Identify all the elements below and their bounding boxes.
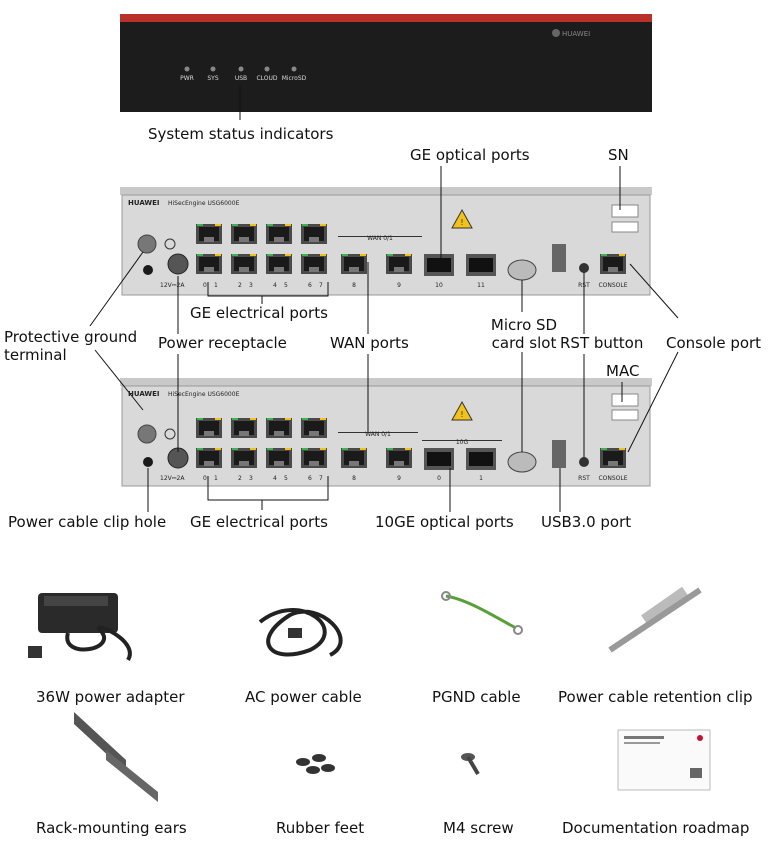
callout-10ge-optical: 10GE optical ports <box>375 513 514 531</box>
port-number: 0 <box>203 282 207 289</box>
pgnd-cable-icon <box>441 591 523 635</box>
callout-power-clip-hole: Power cable clip hole <box>8 513 167 531</box>
port-number: 7 <box>319 475 323 482</box>
port-number: 3 <box>249 475 253 482</box>
port-number: 2 <box>238 282 242 289</box>
callout-ge-optical: GE optical ports <box>410 146 530 164</box>
clip-hole-icon <box>143 457 153 467</box>
documentation-roadmap-icon <box>617 729 711 791</box>
sys-led-icon <box>210 66 216 72</box>
rear-top-printing: HUAWEI HiSecEngine USG6000E 12V⎓2A WAN 0… <box>128 199 628 289</box>
ground-symbol-icon <box>164 428 176 440</box>
indicator-label: CLOUD <box>256 75 277 82</box>
clip-hole-icon <box>143 265 153 275</box>
rear-panel-top <box>120 187 652 296</box>
accessory-label-power-adapter: 36W power adapter <box>36 688 185 706</box>
accessory-label-rack-ears: Rack-mounting ears <box>36 819 187 837</box>
accessory-label-rubber-feet: Rubber feet <box>276 819 365 837</box>
port-number: 4 <box>273 282 277 289</box>
callout-console-port: Console port <box>666 334 762 352</box>
callout-micro-sd: Micro SD card slot <box>490 316 558 352</box>
front-indicator-labels: PWR SYS USB CLOUD MicroSD HUAWEI <box>180 30 590 82</box>
microsd-led-icon <box>291 66 297 72</box>
ground-screw-icon <box>137 424 157 444</box>
rack-ears-icon <box>74 712 158 802</box>
rear-panel-bottom <box>120 378 652 487</box>
leader-lines <box>89 166 679 512</box>
port-number: 2 <box>238 475 242 482</box>
power-rating: 12V⎓2A <box>160 282 185 289</box>
ac-power-cable-icon <box>258 608 343 657</box>
cloud-led-icon <box>264 66 270 72</box>
retention-clip-icon <box>608 586 702 653</box>
port-number: 4 <box>273 475 277 482</box>
rear-bottom-printing: HUAWEI HiSecEngine USG6000E 12V⎓2A WAN 0… <box>128 390 628 482</box>
port-number: 8 <box>352 282 356 289</box>
port-number: 8 <box>352 475 356 482</box>
wan-group-label: WAN 0/1 <box>367 235 393 242</box>
port-number: 10 <box>435 282 443 289</box>
callout-wan-ports: WAN ports <box>330 334 409 352</box>
indicator-label: PWR <box>180 75 194 82</box>
callout-power-receptacle: Power receptacle <box>158 334 287 352</box>
front-panel-device <box>120 14 652 120</box>
port-number: 1 <box>479 475 483 482</box>
pwr-led-icon <box>184 66 190 72</box>
huawei-logo-icon <box>552 29 560 37</box>
accessory-label-retention-clip: Power cable retention clip <box>558 688 753 706</box>
callout-mac: MAC <box>606 362 640 380</box>
port-number: 5 <box>284 475 288 482</box>
rst-text: RST <box>578 475 590 482</box>
port-number: 1 <box>214 475 218 482</box>
ground-symbol-icon <box>164 238 176 250</box>
accessory-label-pgnd-cable: PGND cable <box>432 688 521 706</box>
rear-brand: HUAWEI <box>128 199 160 207</box>
rear-brand: HUAWEI <box>128 390 160 398</box>
accessory-label-m4-screw: M4 screw <box>443 819 514 837</box>
rst-text: RST <box>578 282 590 289</box>
port-number: 7 <box>319 282 323 289</box>
port-number: 6 <box>308 475 312 482</box>
rear-model: HiSecEngine USG6000E <box>168 391 240 398</box>
callout-rst-button: RST button <box>560 334 644 352</box>
accessory-label-ac-cable: AC power cable <box>245 688 362 706</box>
ground-screw-icon <box>137 234 157 254</box>
port-number: 11 <box>477 282 485 289</box>
callout-ge-electrical-bottom: GE electrical ports <box>190 513 328 531</box>
console-text: CONSOLE <box>598 282 627 289</box>
callout-ge-electrical-top: GE electrical ports <box>190 304 328 322</box>
port-number: 5 <box>284 282 288 289</box>
port-number: 1 <box>214 282 218 289</box>
rubber-feet-icon <box>296 754 335 774</box>
indicator-label: MicroSD <box>282 75 307 82</box>
callout-system-status: System status indicators <box>148 125 334 143</box>
port-number: 0 <box>437 475 441 482</box>
power-rating: 12V⎓2A <box>160 475 185 482</box>
callout-usb30: USB3.0 port <box>541 513 632 531</box>
ten-g-group-label: 10G <box>456 439 469 446</box>
indicator-label: USB <box>235 75 247 82</box>
power-socket-icon <box>167 253 189 275</box>
callout-protective-ground: Protective ground terminal <box>4 328 138 364</box>
callout-sn: SN <box>608 146 629 164</box>
port-number: 9 <box>397 475 401 482</box>
port-number: 6 <box>308 282 312 289</box>
m4-screw-icon <box>461 753 480 776</box>
usb-led-icon <box>238 66 244 72</box>
accessory-label-documentation: Documentation roadmap <box>562 819 750 837</box>
indicator-label: SYS <box>207 75 218 82</box>
port-number: 0 <box>203 475 207 482</box>
power-adapter-icon <box>28 593 132 662</box>
port-number: 3 <box>249 282 253 289</box>
rear-model: HiSecEngine USG6000E <box>168 200 240 207</box>
port-number: 9 <box>397 282 401 289</box>
console-text: CONSOLE <box>598 475 627 482</box>
wan-group-label: WAN 0/1 <box>365 431 391 438</box>
front-logo-text: HUAWEI <box>562 30 590 38</box>
